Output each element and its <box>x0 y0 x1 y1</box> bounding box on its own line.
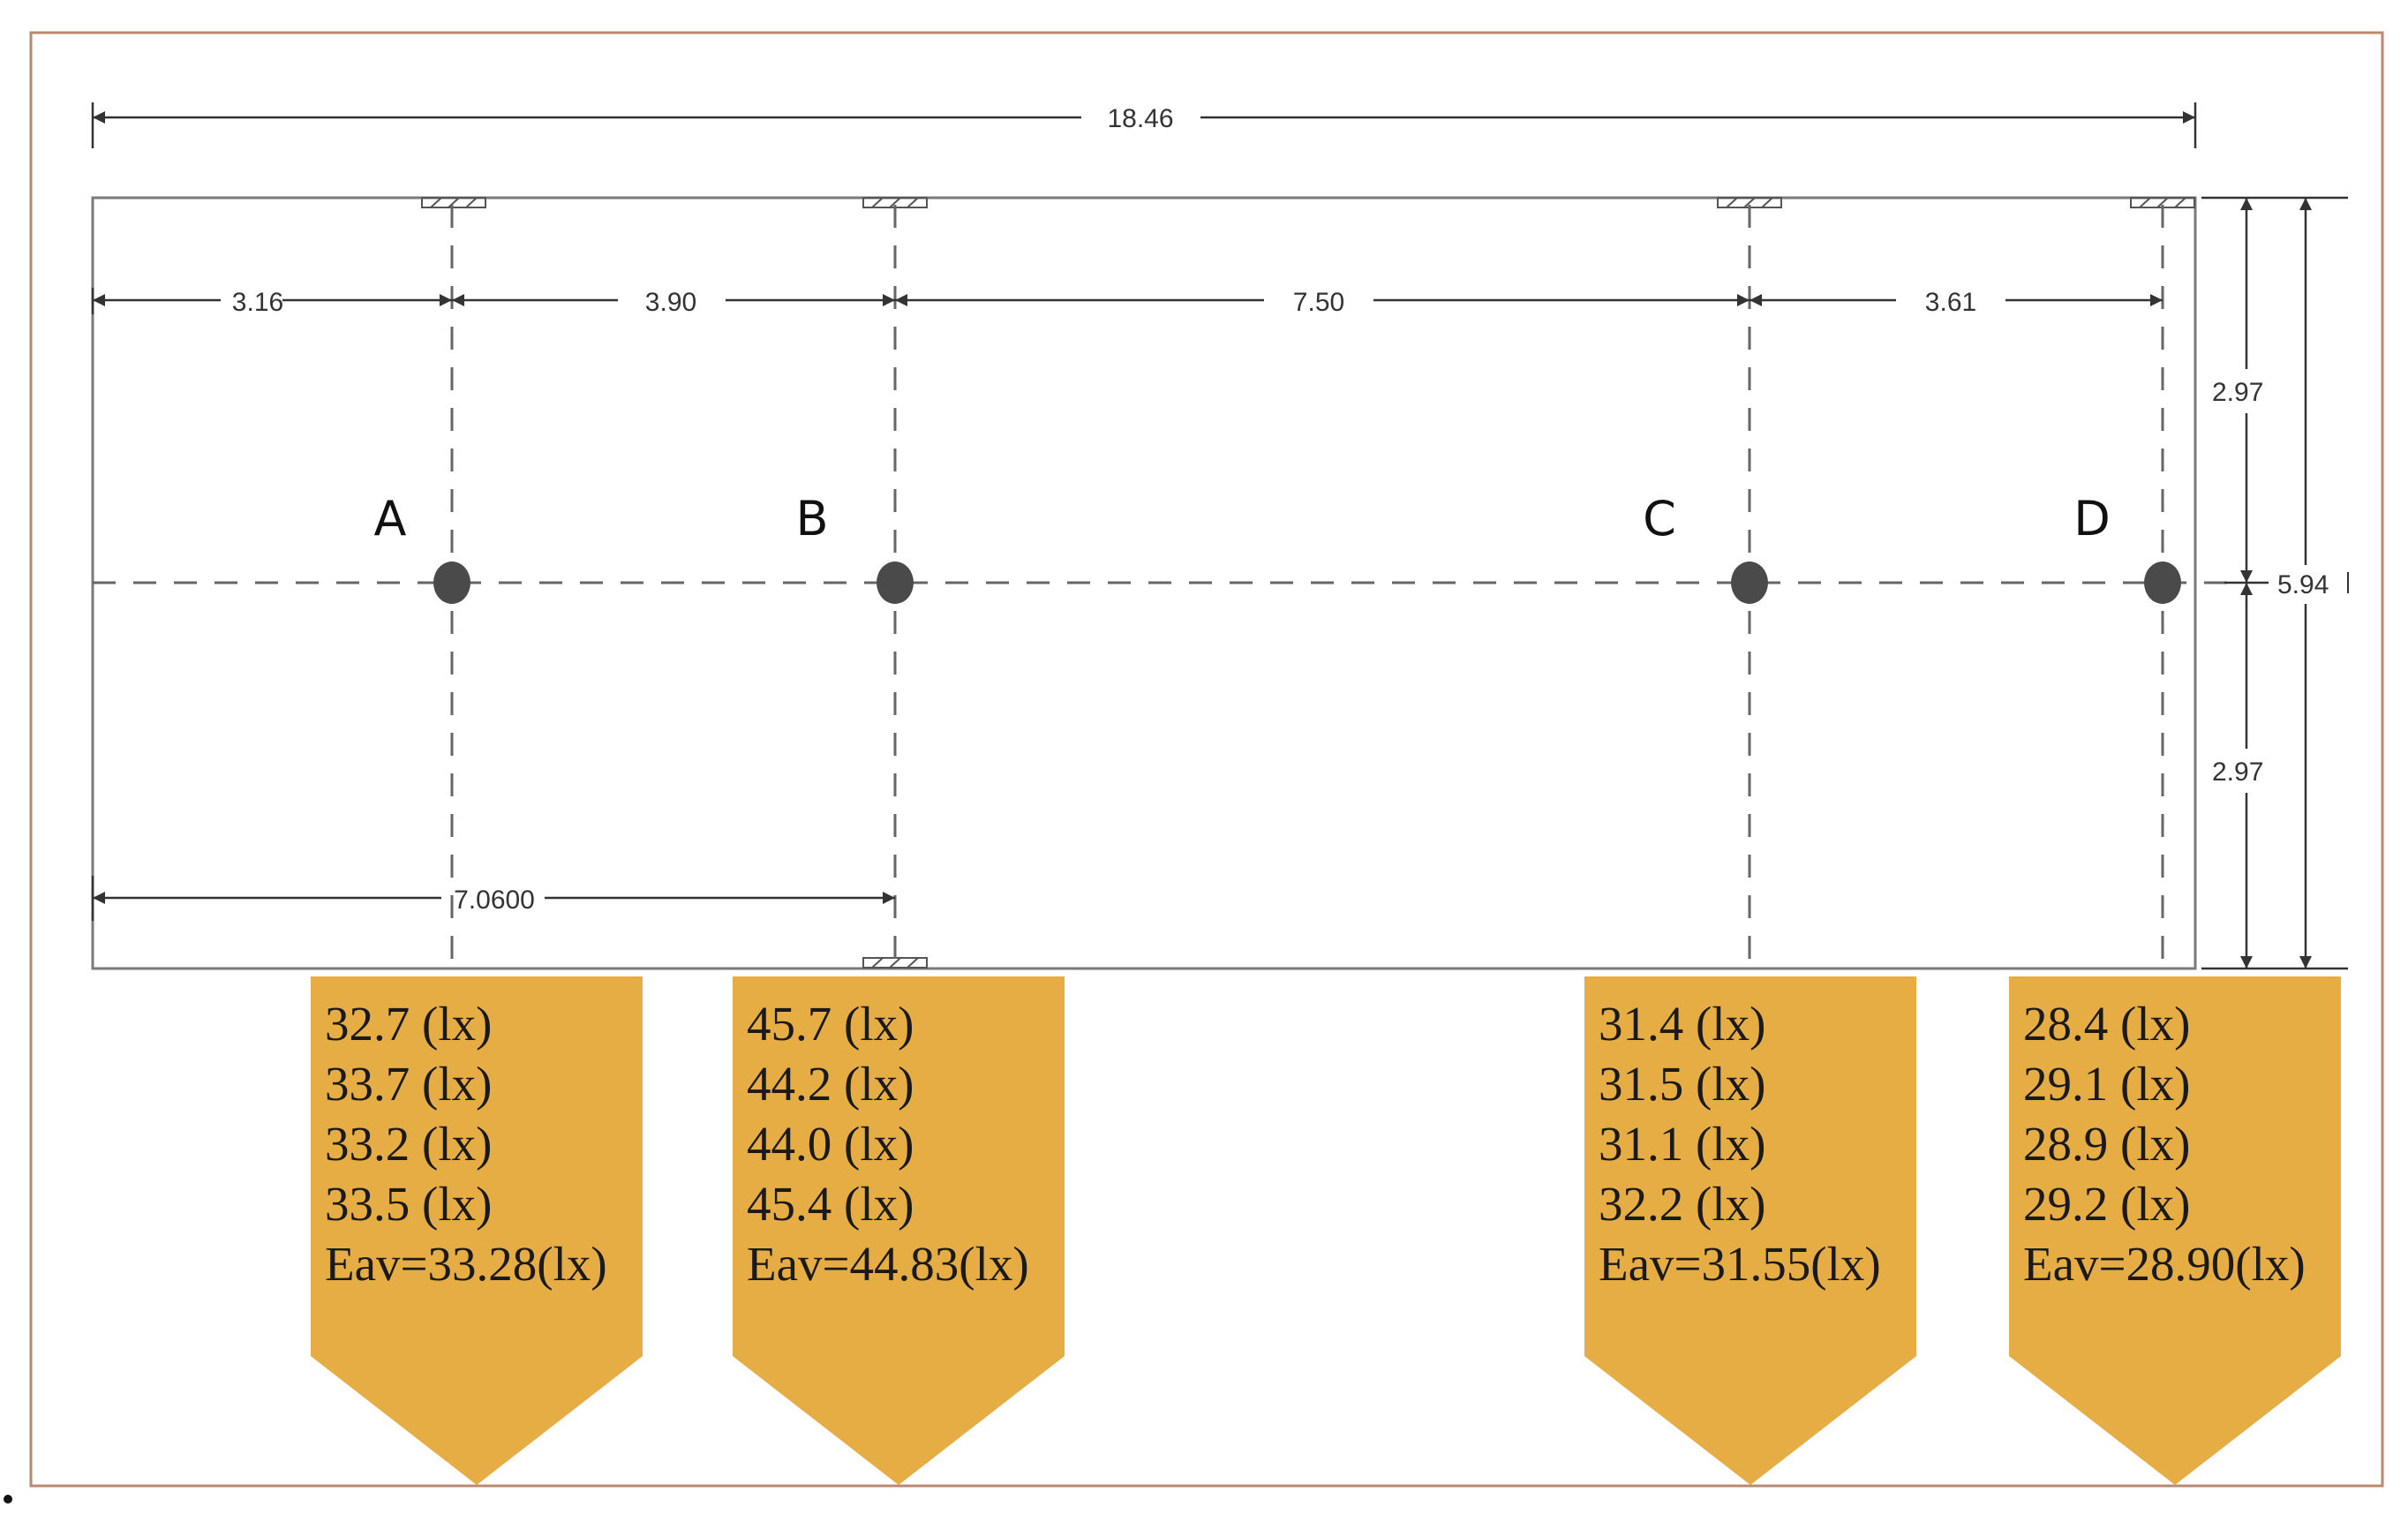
dim-label-half-bottom: 2.97 <box>2212 758 2263 787</box>
dim-label-offset-b: 7.0600 <box>454 886 535 915</box>
point-label: A <box>374 491 407 546</box>
bullet-dot <box>4 1495 12 1504</box>
measurement-point-a: A 32.7 (lx) 33.7 (lx) 33.2 (lx) 33.5 (lx) Eav… <box>311 491 643 1485</box>
reading-callout <box>733 976 1065 1485</box>
measurement-point-d: D 28.4 (lx) 29.1 (lx) 28.9 (lx) 29.2 (lx) Eav… <box>2009 491 2341 1485</box>
point-label: D <box>2073 491 2111 546</box>
center-lines <box>93 205 2242 969</box>
dim-label-span-2: 3.90 <box>645 288 696 317</box>
illuminance-reading: 32.2 (lx) <box>1599 1177 1765 1231</box>
reading-callout <box>1584 976 1916 1485</box>
light-fixture-marker <box>1731 562 1768 604</box>
dim-label-span-4: 3.61 <box>1925 288 1976 317</box>
dim-label-overall: 18.46 <box>1107 104 1173 133</box>
dimension-lines <box>91 102 2349 970</box>
point-label: C <box>1643 491 1676 546</box>
average-illuminance: Eav=44.83(lx) <box>747 1237 1029 1291</box>
measurement-point-c: C 31.4 (lx) 31.5 (lx) 31.1 (lx) 32.2 (lx) Eav… <box>1584 491 1916 1485</box>
illuminance-reading: 45.7 (lx) <box>747 997 914 1051</box>
illuminance-reading: 33.2 (lx) <box>325 1117 492 1171</box>
measurement-point-b: B 45.7 (lx) 44.2 (lx) 44.0 (lx) 45.4 (lx) Eav… <box>733 491 1065 1485</box>
light-fixture-marker <box>433 562 470 604</box>
dim-label-span-1: 3.16 <box>232 288 283 317</box>
measurement-points: A 32.7 (lx) 33.7 (lx) 33.2 (lx) 33.5 (lx) Eav… <box>311 491 2341 1485</box>
average-illuminance: Eav=33.28(lx) <box>325 1237 607 1291</box>
illuminance-reading: 28.9 (lx) <box>2023 1117 2190 1171</box>
illuminance-reading: 31.5 (lx) <box>1599 1057 1765 1111</box>
average-illuminance: Eav=31.55(lx) <box>1599 1237 1881 1291</box>
reading-callout <box>2009 976 2341 1485</box>
illuminance-reading: 33.5 (lx) <box>325 1177 492 1231</box>
illuminance-reading: 29.1 (lx) <box>2023 1057 2190 1111</box>
dim-label-span-3: 7.50 <box>1293 288 1344 317</box>
light-fixture-marker <box>877 562 914 604</box>
dim-label-half-top: 2.97 <box>2212 378 2263 407</box>
reading-callout <box>311 976 643 1485</box>
illuminance-reading: 29.2 (lx) <box>2023 1177 2190 1231</box>
illuminance-reading: 44.0 (lx) <box>747 1117 914 1171</box>
dim-label-full-width: 5.94 <box>2277 570 2329 599</box>
wall-fixture <box>862 957 928 969</box>
illuminance-reading: 28.4 (lx) <box>2023 997 2190 1051</box>
figure-border <box>29 31 2384 1488</box>
illuminance-reading: 44.2 (lx) <box>747 1057 914 1111</box>
illuminance-reading: 31.4 (lx) <box>1599 997 1765 1051</box>
illuminance-reading: 45.4 (lx) <box>747 1177 914 1231</box>
illuminance-reading: 32.7 (lx) <box>325 997 492 1051</box>
illuminance-reading: 33.7 (lx) <box>325 1057 492 1111</box>
average-illuminance: Eav=28.90(lx) <box>2023 1237 2306 1291</box>
illuminance-reading: 31.1 (lx) <box>1599 1117 1765 1171</box>
dimension-labels: 18.46 3.16 3.90 7.50 3.61 7.0600 2.97 2.… <box>232 104 2329 915</box>
light-fixture-marker <box>2144 562 2181 604</box>
wall-fixture <box>421 197 486 208</box>
point-label: B <box>795 491 828 546</box>
